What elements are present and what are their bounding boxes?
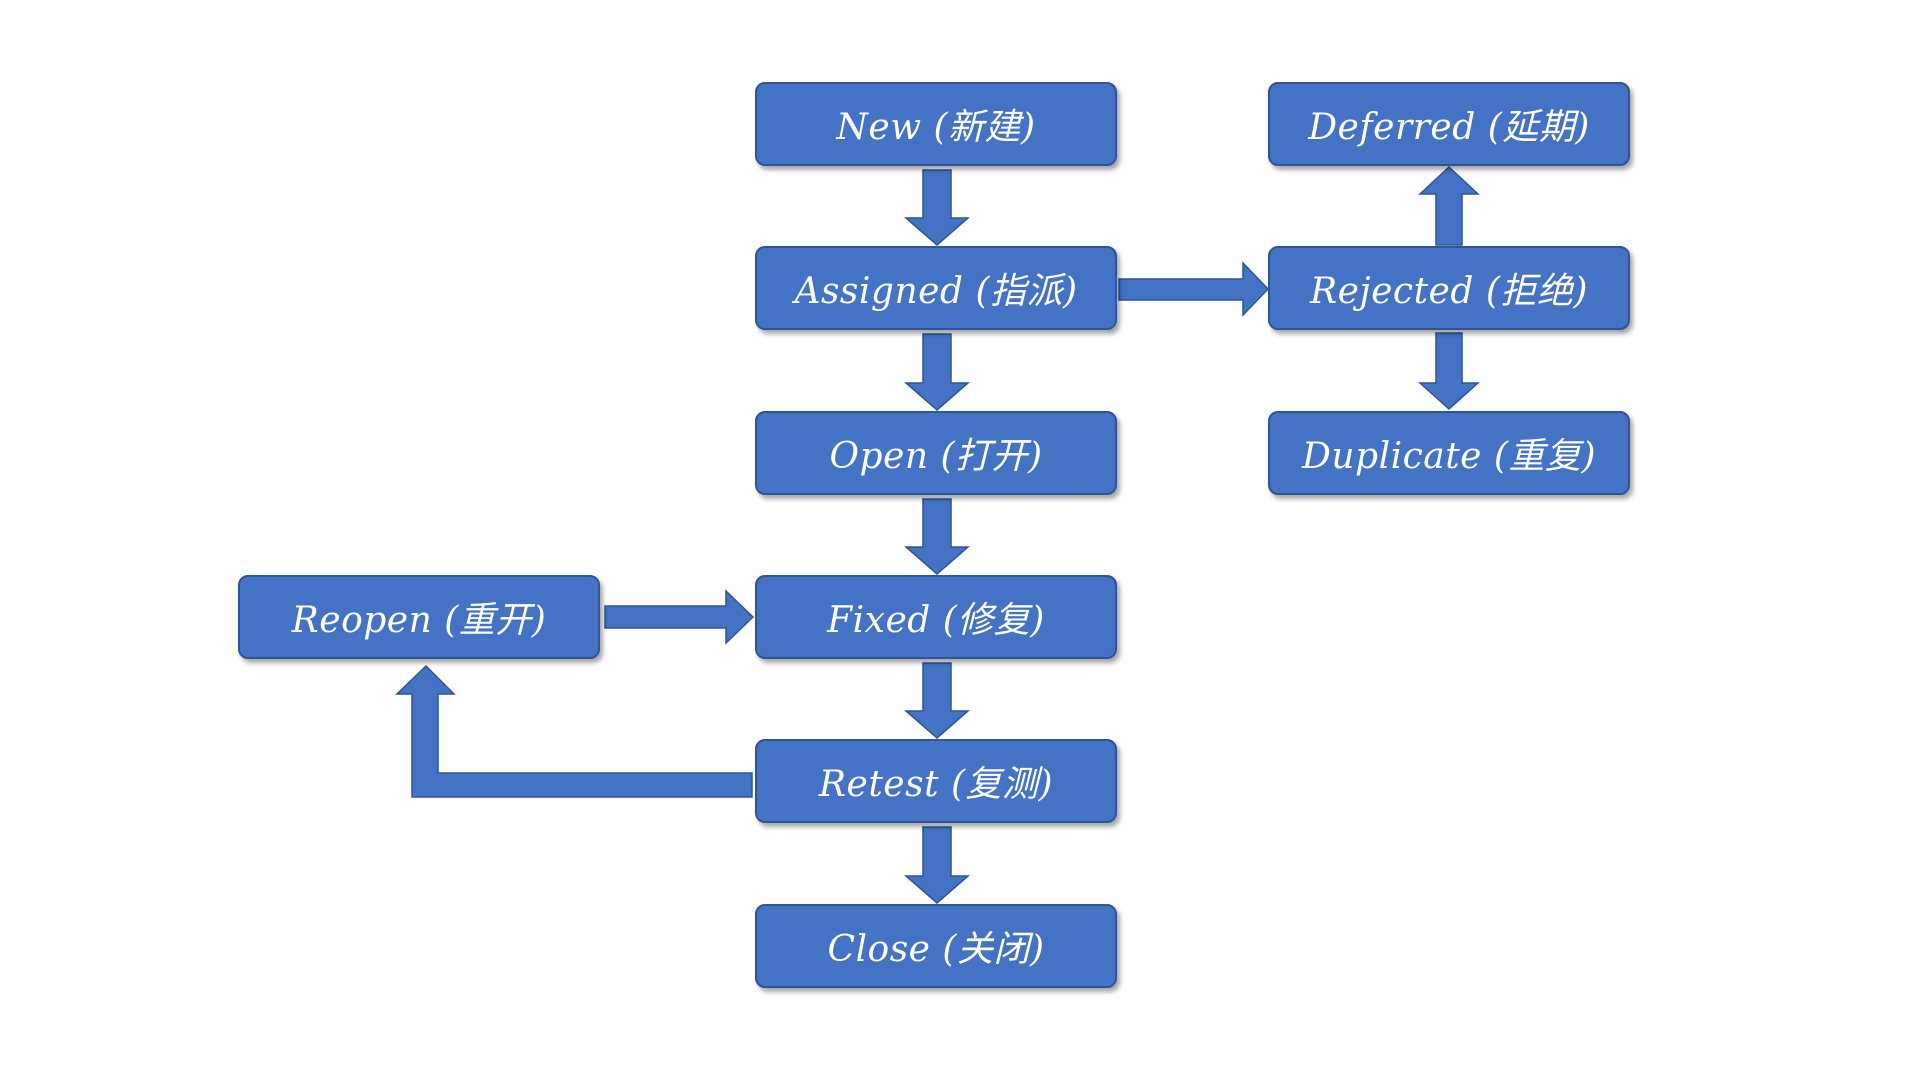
arrow-fixed-to-retest xyxy=(903,662,971,739)
arrow-retest-to-reopen xyxy=(395,664,753,798)
node-reopen: Reopen (重开) xyxy=(238,575,600,659)
node-open: Open (打开) xyxy=(755,411,1117,495)
node-duplicate-label: Duplicate (重复) xyxy=(1301,436,1597,477)
arrow-reopen-to-fixed xyxy=(604,589,755,645)
node-rejected: Rejected (拒绝) xyxy=(1268,246,1630,330)
node-assigned: Assigned (指派) xyxy=(755,246,1117,330)
node-fixed-label: Fixed (修复) xyxy=(827,600,1045,641)
arrow-rejected-to-deferred xyxy=(1418,165,1480,246)
node-rejected-label: Rejected (拒绝) xyxy=(1310,271,1588,312)
arrow-rejected-to-duplicate xyxy=(1418,332,1480,411)
node-new-label: New (新建) xyxy=(836,107,1036,148)
node-assigned-label: Assigned (指派) xyxy=(794,271,1078,312)
node-close: Close (关闭) xyxy=(755,904,1117,988)
node-reopen-label: Reopen (重开) xyxy=(291,600,547,641)
node-open-label: Open (打开) xyxy=(829,436,1043,477)
node-retest: Retest (复测) xyxy=(755,739,1117,823)
arrow-retest-to-close xyxy=(903,826,971,904)
node-fixed: Fixed (修复) xyxy=(755,575,1117,659)
node-deferred-label: Deferred (延期) xyxy=(1308,107,1590,148)
arrow-assigned-to-rejected xyxy=(1118,261,1270,317)
arrow-open-to-fixed xyxy=(903,498,971,575)
arrow-assigned-to-open xyxy=(903,333,971,411)
node-close-label: Close (关闭) xyxy=(827,929,1045,970)
node-deferred: Deferred (延期) xyxy=(1268,82,1630,166)
node-new: New (新建) xyxy=(755,82,1117,166)
node-retest-label: Retest (复测) xyxy=(818,764,1054,805)
arrow-new-to-assigned xyxy=(903,169,971,246)
node-duplicate: Duplicate (重复) xyxy=(1268,411,1630,495)
